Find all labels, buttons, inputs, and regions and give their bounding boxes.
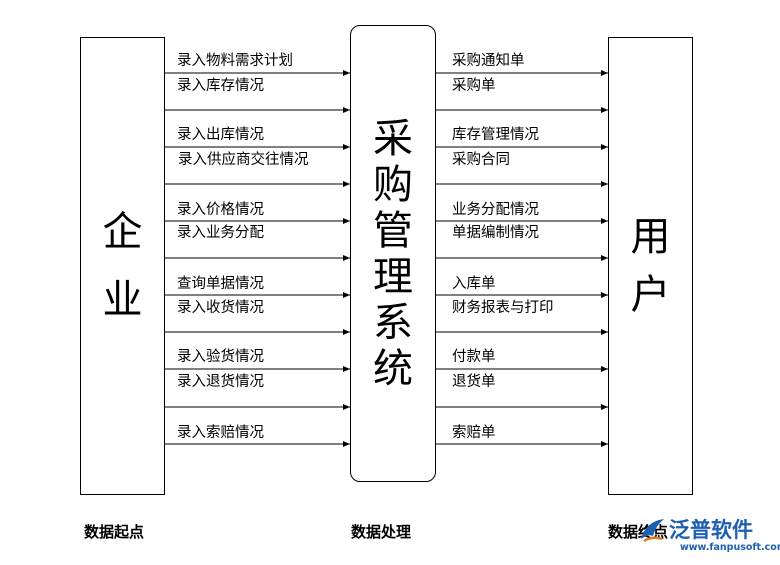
input-label: 录入索赔情况 [177,425,264,441]
watermark-url: www.fanpusoft.com [680,542,780,553]
input-label: 录入库存情况 [177,78,264,94]
input-label: 录入供应商交往情况 [178,152,309,168]
left-arrow-group [165,70,350,447]
system-char: 统 [373,345,413,392]
system-char: 购 [373,161,413,208]
output-label: 单据编制情况 [452,225,539,241]
input-label: 查询单据情况 [177,276,264,292]
output-label: 付款单 [452,349,496,365]
output-label: 入库单 [452,276,496,292]
input-label: 录入收货情况 [177,300,264,316]
input-label: 录入验货情况 [177,349,264,365]
input-label: 录入出库情况 [177,127,264,143]
footer-data-process: 数据处理 [351,523,412,541]
input-label: 录入物料需求计划 [177,53,293,69]
output-label: 库存管理情况 [452,127,539,143]
enterprise-char: 企 [102,209,143,255]
system-char: 系 [373,299,413,346]
enterprise-box: 企 业 [80,37,165,495]
enterprise-char: 业 [102,277,143,323]
right-arrow-group [436,70,608,447]
footer-data-start: 数据起点 [84,523,145,541]
procurement-system-box: 采 购 管 理 系 统 [350,25,436,482]
output-label: 采购通知单 [452,53,525,69]
system-char: 采 [373,115,413,162]
input-label: 录入业务分配 [177,225,264,241]
output-label: 业务分配情况 [452,202,539,218]
output-label: 索赔单 [452,425,496,441]
fanpu-logo-icon [641,519,664,543]
input-label: 录入退货情况 [177,374,264,390]
watermark-brand: 泛普软件 [669,518,753,542]
users-char: 户 [630,272,671,318]
output-label: 采购单 [452,78,496,94]
watermark: 泛普软件 [637,515,753,545]
input-label: 录入价格情况 [177,202,264,218]
system-char: 理 [373,253,413,300]
users-char: 用 [630,214,671,260]
output-label: 退货单 [452,374,496,390]
output-label: 财务报表与打印 [452,300,554,316]
system-char: 管 [373,207,413,254]
output-label: 采购合同 [452,152,510,168]
users-box: 用 户 [608,37,693,495]
